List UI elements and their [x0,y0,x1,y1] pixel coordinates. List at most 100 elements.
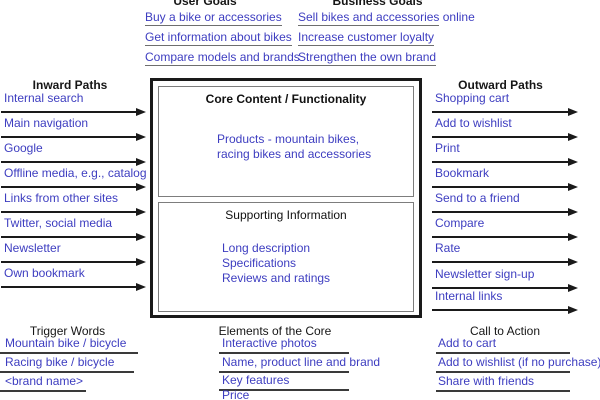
arrow-right-icon [432,133,578,142]
supporting-item: Reviews and ratings [222,271,331,285]
outward-path-label[interactable]: Internal links [435,289,503,303]
inward-path-item[interactable]: Twitter, social media [1,217,146,242]
core-element-label[interactable]: Key features [222,373,290,387]
outward-path-label[interactable]: Newsletter sign-up [435,267,535,281]
call-to-action-item[interactable]: Add to cart [436,337,570,354]
supporting-information-box: Supporting Information Long description … [158,202,414,312]
underline-rule [436,390,570,392]
core-element-label[interactable]: Name, product line and brand [222,355,381,369]
user-goal-item[interactable]: Get information about bikes [145,30,300,50]
arrow-right-icon [1,233,146,242]
arrow-right-icon [432,183,578,192]
core-element-label[interactable]: Price [222,388,250,400]
inward-path-item[interactable]: Newsletter [1,242,146,267]
outward-path-item[interactable]: Newsletter sign-up [432,268,578,293]
supporting-information-title: Supporting Information [225,208,347,222]
arrow-right-icon [432,258,578,267]
inward-path-item[interactable]: Own bookmark [1,267,146,292]
inward-path-label[interactable]: Twitter, social media [4,216,113,230]
inward-path-item[interactable]: Google [1,142,146,167]
trigger-word-item[interactable]: Racing bike / bicycle [0,356,134,373]
trigger-word-item[interactable]: <brand name> [0,375,86,392]
trigger-words-title: Trigger Words [29,324,106,338]
arrow-right-icon [432,108,578,117]
underline-rule [219,371,349,373]
inward-path-item[interactable]: Links from other sites [1,192,146,217]
user-goal-item[interactable]: Buy a bike or accessories [145,10,300,30]
call-to-action-item[interactable]: Add to wishlist (if no purchase) [436,355,600,373]
outward-paths-title: Outward Paths [458,78,543,92]
outward-path-label[interactable]: Shopping cart [435,91,510,105]
user-goal-link[interactable]: Compare models and brands [145,50,300,66]
outward-path-item[interactable]: Add to wishlist [432,117,578,142]
core-element-label[interactable]: Interactive photos [222,336,317,350]
user-goal-link[interactable]: Buy a bike or accessories [145,10,282,26]
inward-path-label[interactable]: Offline media, e.g., catalog [4,166,147,180]
business-goal-item[interactable]: Strengthen the own brand [298,50,475,70]
inward-path-label[interactable]: Main navigation [4,116,89,130]
call-to-action-label[interactable]: Add to cart [438,336,497,350]
outward-path-item[interactable]: Compare [432,217,578,242]
outward-path-item[interactable]: Bookmark [432,167,578,192]
call-to-action-item[interactable]: Share with friends [436,375,570,392]
core-elements-title: Elements of the Core [218,324,332,338]
arrow-right-icon [1,283,146,292]
outward-path-label[interactable]: Send to a friend [435,191,520,205]
arrow-right-icon [432,158,578,167]
core-content-box: Core Content / Functionality Products - … [158,86,414,197]
underline-rule [0,352,138,354]
business-goal-link[interactable]: Sell bikes and accessories [298,10,440,26]
trigger-word-label[interactable]: Racing bike / bicycle [5,355,115,369]
outward-path-item[interactable]: Print [432,142,578,167]
supporting-item: Long description [222,241,311,255]
user-goals-title: User Goals [173,0,237,8]
inward-path-label[interactable]: Google [4,141,43,155]
outward-path-label[interactable]: Bookmark [435,166,490,180]
business-goal-link[interactable]: Increase customer loyalty [298,30,435,46]
arrow-right-icon [1,133,146,142]
underline-rule [219,389,349,391]
outward-path-label[interactable]: Print [435,141,460,155]
core-content-description: Products - mountain bikes, racing bikes … [217,132,372,161]
outward-path-item[interactable]: Send to a friend [432,192,578,217]
inward-path-label[interactable]: Internal search [4,91,84,105]
core-content-title: Core Content / Functionality [205,92,367,106]
core-element-item[interactable]: Interactive photos [219,337,349,354]
call-to-action-label[interactable]: Add to wishlist (if no purchase) [438,355,600,369]
business-goal-link[interactable]: Strengthen the own brand [298,50,437,66]
outward-path-item[interactable]: Shopping cart [432,92,578,117]
trigger-word-label[interactable]: <brand name> [5,374,84,388]
underline-rule [219,352,349,354]
trigger-word-item[interactable]: Mountain bike / bicycle [0,337,138,354]
inward-path-label[interactable]: Newsletter [4,241,61,255]
outward-path-item[interactable]: Rate [432,242,578,267]
inward-path-label[interactable]: Own bookmark [4,266,85,280]
outward-path-label[interactable]: Compare [435,216,485,230]
core-element-item[interactable]: Name, product line and brand [219,355,381,373]
outward-path-label[interactable]: Rate [435,241,461,255]
arrow-right-icon [432,284,578,293]
core-element-item[interactable]: Price [219,389,349,400]
outward-path-label[interactable]: Add to wishlist [435,116,512,130]
core-element-item[interactable]: Key features [219,374,349,391]
arrow-right-icon [432,208,578,217]
arrow-right-icon [432,233,578,242]
outward-path-item[interactable]: Internal links [432,290,578,315]
inward-path-item[interactable]: Offline media, e.g., catalog [1,166,147,192]
trigger-word-label[interactable]: Mountain bike / bicycle [5,336,127,350]
inward-path-item[interactable]: Main navigation [1,117,146,142]
arrow-right-icon [1,108,146,117]
inward-path-label[interactable]: Links from other sites [4,191,119,205]
business-goal-item[interactable]: Sell bikes and accessories online [298,10,475,26]
user-goal-item[interactable]: Compare models and brands [145,50,300,70]
arrow-right-icon [1,183,146,192]
inward-paths-title: Inward Paths [32,78,108,92]
underline-rule [0,371,134,373]
user-goal-link[interactable]: Get information about bikes [145,30,292,46]
business-goal-item[interactable]: Increase customer loyalty [298,30,475,50]
supporting-item: Specifications [222,256,297,270]
underline-rule [436,371,570,373]
inward-path-item[interactable]: Internal search [1,92,146,117]
call-to-action-label[interactable]: Share with friends [438,374,535,388]
